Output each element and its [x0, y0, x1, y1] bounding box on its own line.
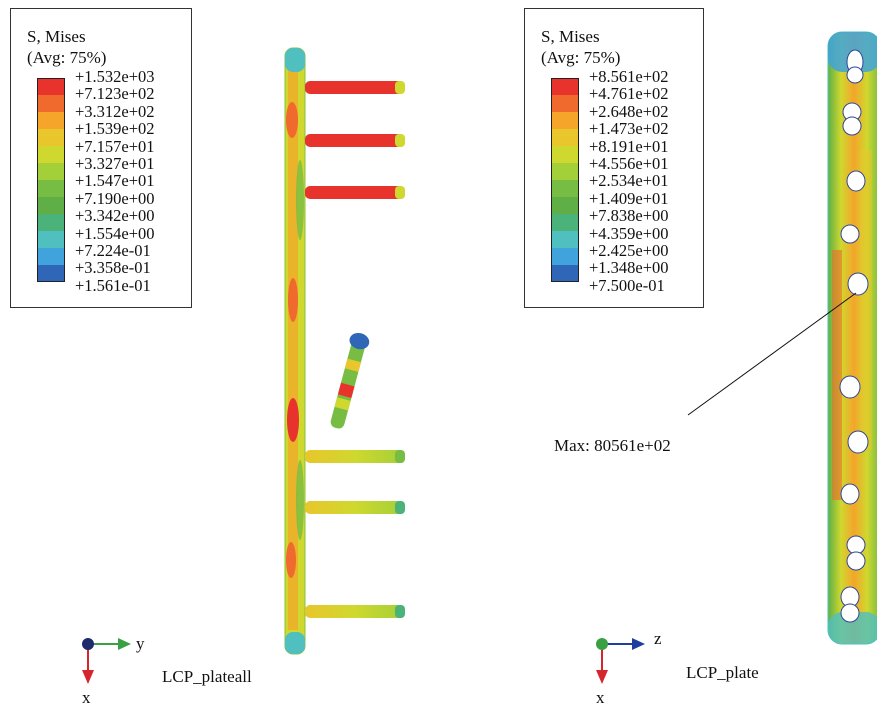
legend-value: +7.500e-01 [589, 275, 665, 295]
plate-stress-band [288, 70, 298, 630]
screw [305, 134, 405, 147]
color-swatch [37, 180, 65, 197]
color-swatch [551, 146, 579, 163]
tilted-screw [330, 332, 370, 429]
color-swatch [37, 95, 65, 112]
color-swatch [37, 129, 65, 146]
color-swatch [551, 129, 579, 146]
color-scale [37, 78, 67, 282]
legend-value: +1.532e+03 [75, 67, 155, 86]
color-swatch [551, 95, 579, 112]
model-name-left: LCP_plateall [162, 667, 252, 686]
legend-value: +4.359e+00 [589, 223, 669, 243]
axis-label-x: x [596, 688, 605, 707]
legend-value: +1.561e-01 [75, 275, 151, 295]
color-swatch [551, 112, 579, 129]
color-swatch [37, 214, 65, 231]
color-swatch [37, 112, 65, 129]
plate-holes [839, 49, 869, 623]
axis-triad-left [82, 638, 131, 684]
color-swatch [37, 231, 65, 248]
axis-label-y: y [136, 634, 145, 653]
color-swatch [551, 78, 579, 95]
legend-subtitle: (Avg: 75%) [27, 48, 107, 67]
max-stress-annotation: Max: 80561e+02 [554, 436, 671, 455]
axis-triad-right [596, 638, 645, 684]
legend-value: +8.561e+02 [589, 67, 669, 86]
axis-label-x: x [82, 688, 91, 707]
color-swatch [37, 265, 65, 282]
screw [305, 605, 405, 618]
legend-subtitle: (Avg: 75%) [541, 48, 621, 67]
legend-value: +1.539e+02 [75, 119, 155, 139]
lcp-plate-model [827, 31, 877, 645]
stress-legend-left: S, Mises (Avg: 75%) +1.532e+03 +7.123e+0… [10, 8, 192, 308]
max-leader-line [687, 292, 857, 416]
color-scale [551, 78, 581, 282]
color-swatch [37, 78, 65, 95]
legend-value: +7.838e+00 [589, 206, 669, 226]
screw [305, 450, 405, 463]
color-swatch [551, 180, 579, 197]
legend-value: +3.358e-01 [75, 258, 151, 278]
color-swatch [551, 248, 579, 265]
legend-value: +3.342e+00 [75, 206, 155, 226]
color-swatch [37, 163, 65, 180]
legend-values: +1.532e+03 +7.123e+02 +3.312e+02 +1.539e… [75, 68, 155, 294]
screw [305, 186, 405, 199]
stress-legend-right: S, Mises (Avg: 75%) +8.561e+02 +4.761e+0… [524, 8, 704, 308]
legend-value: +4.761e+02 [589, 84, 669, 104]
legend-value: +3.327e+01 [75, 153, 155, 173]
screw [305, 501, 405, 514]
color-swatch [551, 231, 579, 248]
legend-value: +7.224e-01 [75, 240, 151, 260]
legend-value: +1.554e+00 [75, 223, 155, 243]
color-swatch [551, 214, 579, 231]
color-swatch [551, 163, 579, 180]
legend-value: +3.312e+02 [75, 101, 155, 121]
model-name-right: LCP_plate [686, 663, 759, 682]
legend-value: +7.190e+00 [75, 188, 155, 208]
legend-value: +7.123e+02 [75, 84, 155, 104]
screw [305, 81, 405, 94]
legend-value: +1.547e+01 [75, 171, 155, 191]
legend-value: +8.191e+01 [589, 136, 669, 156]
legend-value: +7.157e+01 [75, 136, 155, 156]
legend-value: +1.409e+01 [589, 188, 669, 208]
legend-value: +2.648e+02 [589, 101, 669, 121]
legend-value: +1.473e+02 [589, 119, 669, 139]
legend-value: +2.425e+00 [589, 240, 669, 260]
legend-value: +1.348e+00 [589, 258, 669, 278]
legend-value: +2.534e+01 [589, 171, 669, 191]
legend-values: +8.561e+02 +4.761e+02 +2.648e+02 +1.473e… [589, 68, 669, 294]
color-swatch [37, 197, 65, 214]
color-swatch [37, 248, 65, 265]
color-swatch [551, 197, 579, 214]
lcp-plateall-model [284, 47, 405, 655]
color-swatch [37, 146, 65, 163]
axis-label-z: z [654, 629, 662, 648]
legend-title: S, Mises [27, 27, 86, 46]
legend-value: +4.556e+01 [589, 153, 669, 173]
color-swatch [551, 265, 579, 282]
legend-title: S, Mises [541, 27, 600, 46]
